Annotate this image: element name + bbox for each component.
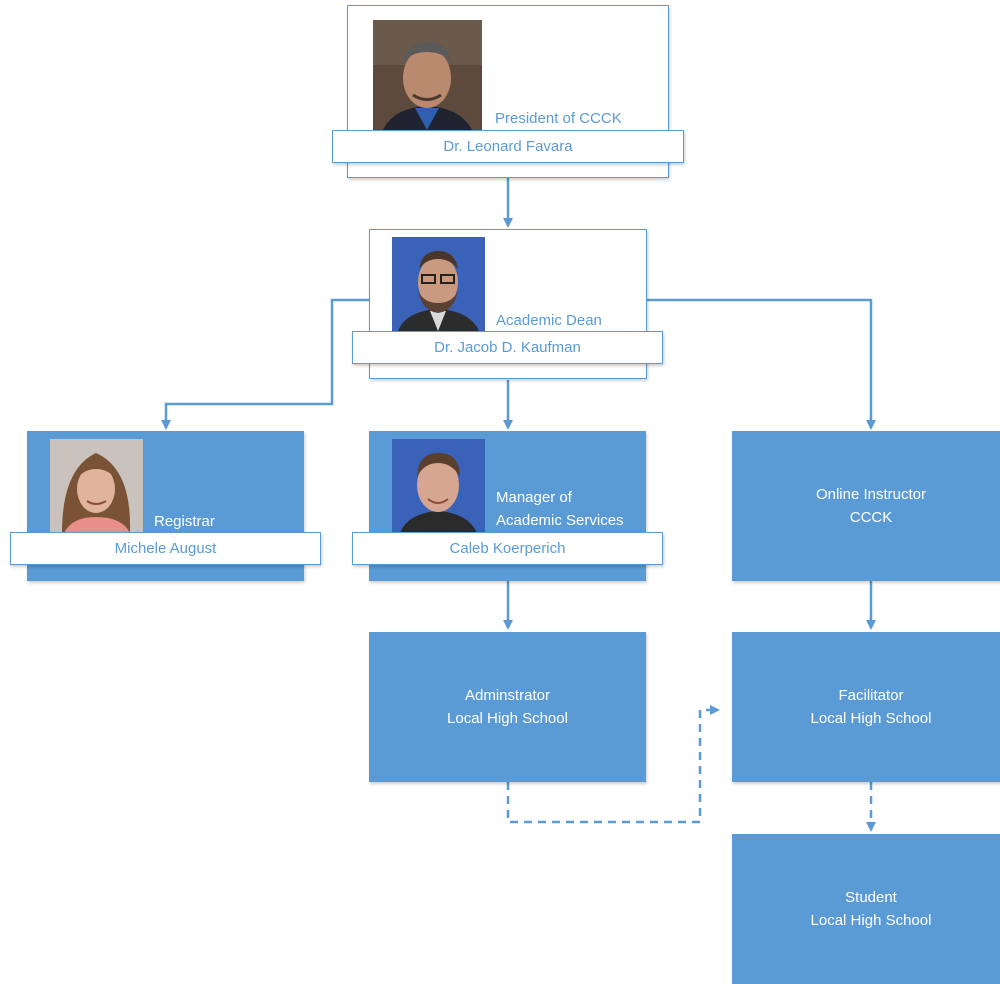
president-nameplate: Dr. Leonard Favara [332,130,684,163]
facilitator-line1: Facilitator [838,687,904,704]
manager-title-line2: Academic Services [496,512,624,529]
manager-title-line1: Manager of [496,489,572,506]
facilitator-line2: Local High School [810,710,932,727]
administrator-line1: Adminstrator [464,687,551,704]
registrar-photo [50,439,143,533]
president-portrait-icon [373,20,482,130]
administrator-line2: Local High School [447,710,568,727]
connector-dean-online-instructor [646,298,876,430]
manager-nameplate: Caleb Koerperich [352,532,663,565]
registrar-nameplate: Michele August [10,532,321,565]
online-instructor-line2: CCCK [849,509,893,526]
dean-title: Academic Dean [496,312,602,329]
online-instructor-label: Online Instructor CCCK [732,431,1000,581]
president-title: President of CCCK [495,110,622,127]
registrar-portrait-icon [50,439,143,533]
dean-portrait-icon [392,237,485,331]
manager-photo [392,439,485,533]
student-line2: Local High School [810,912,932,929]
connector-dean-registrar [161,298,370,430]
administrator-box [369,632,646,782]
student-box [732,834,1000,984]
online-instructor-line1: Online Instructor [815,486,927,503]
president-photo [373,20,482,130]
dean-photo [392,237,485,331]
online-instructor-box [732,431,1000,581]
dean-nameplate: Dr. Jacob D. Kaufman [352,331,663,364]
student-line1: Student [845,889,897,906]
facilitator-label: Facilitator Local High School [732,632,1000,782]
manager-portrait-icon [392,439,485,533]
student-label: Student Local High School [732,834,1000,984]
connector-administrator-facilitator [506,705,720,824]
facilitator-box [732,632,1000,782]
administrator-label: Adminstrator Local High School [369,632,646,782]
registrar-title: Registrar [154,513,215,530]
